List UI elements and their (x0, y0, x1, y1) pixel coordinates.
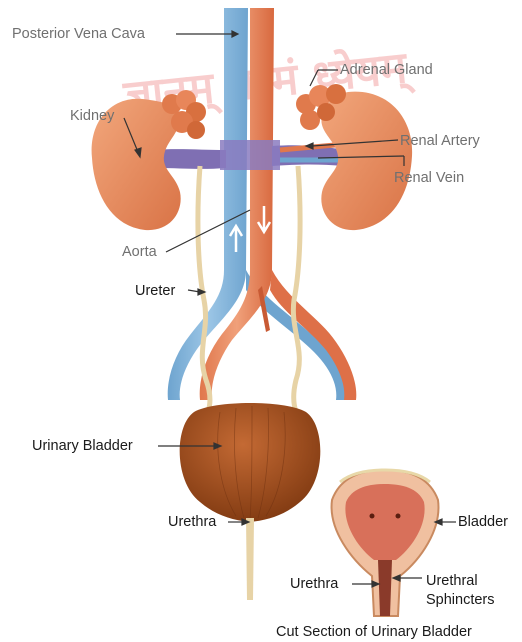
urinary-bladder (180, 403, 321, 522)
right-ureter (293, 166, 300, 412)
label-urethral-sphincters: Urethral Sphincters (426, 572, 495, 610)
bladder-cut-section (332, 470, 439, 616)
label-urethral-sphincters-line1: Urethral (426, 572, 495, 591)
caption-cut-section: Cut Section of Urinary Bladder (276, 624, 472, 641)
label-kidney: Kidney (70, 108, 114, 125)
label-urethra: Urethra (168, 514, 216, 531)
renal-junction (220, 140, 280, 170)
label-aorta: Aorta (122, 244, 157, 261)
label-ureter: Ureter (135, 283, 175, 300)
label-adrenal-gland: Adrenal Gland (340, 62, 433, 79)
label-urethral-sphincters-line2: Sphincters (426, 591, 495, 610)
urethra-tube (246, 518, 254, 600)
label-urethra-section: Urethra (290, 576, 338, 593)
label-renal-vein: Renal Vein (394, 170, 464, 187)
label-renal-artery: Renal Artery (400, 133, 480, 150)
aorta-right-branch (270, 270, 356, 400)
label-posterior-vena-cava: Posterior Vena Cava (12, 26, 145, 43)
label-bladder: Bladder (458, 514, 508, 531)
label-urinary-bladder: Urinary Bladder (32, 438, 133, 455)
